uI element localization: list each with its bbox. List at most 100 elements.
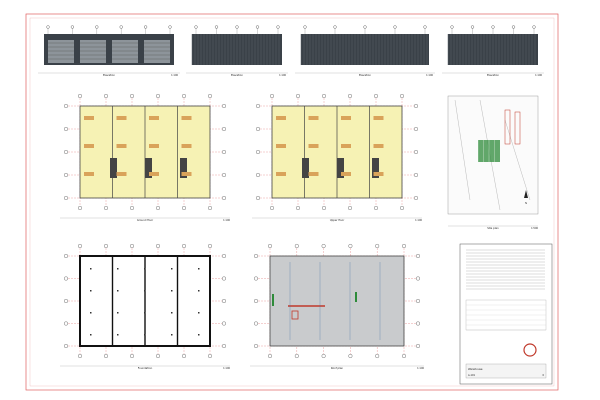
north-arrow-icon: [524, 190, 528, 198]
grid-bubble: [348, 244, 353, 248]
grid-bubble: [491, 25, 495, 29]
furniture-block: [181, 116, 192, 120]
grid-bubble: [64, 321, 68, 326]
plan-scale: 1:100: [415, 219, 422, 222]
grid-bubble: [130, 206, 134, 210]
grid-bubble: [402, 244, 406, 248]
grid-bubble: [254, 321, 258, 326]
furniture-block: [276, 116, 286, 120]
grid-bubble: [208, 94, 212, 98]
grid-bubble: [208, 244, 212, 248]
grid-bubble: [182, 244, 186, 248]
grid-bubble: [78, 244, 82, 248]
grid-bubble: [268, 354, 272, 358]
grid-bubble: [511, 25, 516, 29]
pad-footing: [144, 312, 146, 314]
site-scale: 1:500: [531, 227, 538, 230]
pad-footing: [198, 312, 200, 314]
grid-bubble: [182, 354, 186, 358]
pad-footing: [117, 290, 119, 292]
grid-bubble: [414, 104, 418, 108]
pad-footing: [117, 334, 119, 336]
grid-bubble: [104, 354, 108, 358]
roller-door: [144, 40, 170, 63]
grid-bubble: [348, 94, 352, 98]
grid-bubble: [156, 244, 160, 248]
grid-bubble: [270, 206, 274, 210]
elevation-3: Elevation 1:100: [295, 25, 435, 77]
grid-bubble: [363, 25, 367, 29]
elevation-scale: 1:100: [426, 74, 433, 77]
furniture-block: [84, 172, 94, 176]
furniture-block: [84, 144, 94, 148]
plan-scale: 1:100: [223, 367, 230, 370]
grid-bubble: [64, 299, 68, 303]
site-caption: Site plan: [487, 226, 499, 230]
pad-footing: [90, 334, 92, 336]
grid-bubble: [235, 25, 239, 29]
grid-bubble: [222, 254, 226, 258]
grid-bubble: [64, 254, 68, 258]
plan-caption: Ground floor: [137, 218, 154, 222]
grid-bubble: [222, 321, 226, 326]
grid-bubble: [222, 276, 226, 281]
grid-bubble: [254, 344, 258, 348]
grid-bubble: [294, 354, 299, 358]
grid-bubble: [256, 196, 260, 200]
grid-bubble: [222, 196, 226, 200]
grid-bubble: [402, 354, 406, 358]
grid-bubble: [321, 244, 326, 248]
grid-bubble: [208, 206, 212, 210]
grid-bubble: [374, 206, 378, 210]
downpipe-marker: [272, 294, 274, 306]
furniture-block: [341, 172, 351, 176]
grid-bubble: [222, 127, 226, 131]
grid-bubble: [95, 25, 99, 29]
revision-number: 0: [542, 374, 544, 377]
furniture-block: [149, 116, 159, 120]
furniture-block: [341, 116, 351, 120]
grid-bubble: [375, 244, 380, 248]
pad-footing: [90, 290, 92, 292]
grid-bubble: [303, 25, 307, 29]
grid-bubble: [450, 25, 454, 29]
grid-bubble: [64, 127, 68, 131]
grid-bubble: [208, 354, 212, 358]
elevation-caption: Elevation: [359, 73, 371, 77]
grid-bubble: [222, 299, 226, 303]
grid-bubble: [416, 276, 420, 281]
drawing-number: A-101: [468, 374, 475, 377]
grid-bubble: [119, 25, 123, 29]
elevation-caption: Elevation: [487, 73, 499, 77]
roller-door: [80, 40, 106, 63]
grid-bubble: [78, 94, 82, 98]
plan-scale: 1:100: [417, 367, 424, 370]
stair-core: [302, 158, 309, 178]
grid-bubble: [375, 354, 380, 358]
furniture-block: [373, 116, 384, 120]
grid-bubble: [296, 206, 300, 210]
sheet-inner-frame: [29, 17, 555, 387]
plan-scale: 1:100: [223, 219, 230, 222]
stair-core: [372, 158, 379, 178]
downpipe-marker: [355, 292, 357, 302]
grid-bubble: [256, 104, 260, 108]
grid-bubble: [256, 173, 260, 177]
furniture-block: [116, 116, 127, 120]
grid-bubble: [414, 150, 418, 154]
sheet-outer-frame: [25, 13, 559, 391]
furniture-block: [373, 172, 384, 176]
roof-hatch: [291, 310, 299, 320]
pad-footing: [144, 334, 146, 336]
grid-bubble: [254, 254, 258, 258]
stair-core: [337, 158, 344, 178]
pad-footing: [117, 312, 119, 314]
grid-bubble: [400, 206, 404, 210]
grid-bubble: [268, 244, 272, 248]
furniture-block: [116, 172, 127, 176]
pad-footing: [90, 312, 92, 314]
grid-bubble: [374, 94, 378, 98]
furniture-block: [84, 116, 94, 120]
